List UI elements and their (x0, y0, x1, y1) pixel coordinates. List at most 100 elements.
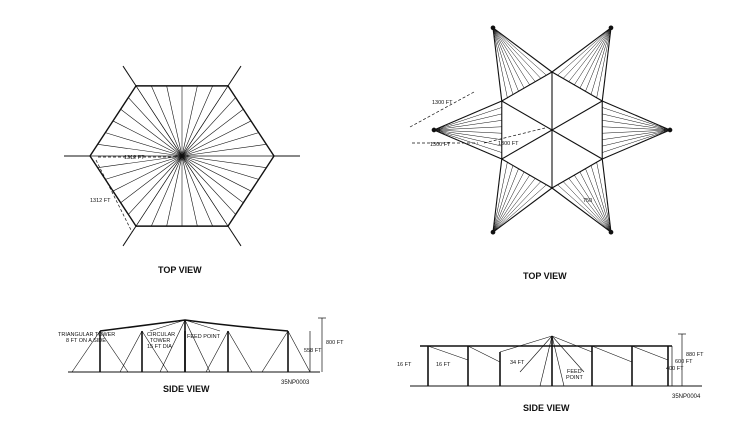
fan-wire (579, 27, 612, 89)
right-inner-hexagon (501, 71, 603, 189)
radial-wire (112, 155, 183, 192)
right-height-dim-2: 600 FT (675, 359, 693, 365)
fan-wire (433, 113, 502, 131)
radial-wire (135, 85, 183, 157)
star-edge (551, 27, 612, 73)
radial-wire (181, 155, 267, 168)
left-top-view: 1312 FT 1312 FT TOP VIEW (64, 65, 300, 275)
star-edge (601, 158, 612, 233)
left-side-towers (99, 320, 289, 372)
fan-wire (492, 181, 542, 233)
right-mid-dim: 34 FT (510, 360, 525, 366)
left-figure-code: 35NP0003 (281, 380, 310, 386)
curtain-wire (519, 335, 553, 373)
fan-wire (579, 171, 612, 233)
radial-wire (181, 85, 213, 157)
right-side-towers (420, 336, 672, 386)
curtain-wire (591, 345, 633, 363)
fan-wire (433, 120, 502, 131)
left-tower-arms (64, 65, 300, 247)
fan-wire (585, 27, 612, 92)
right-star-outline (431, 25, 673, 235)
radial-wire (166, 85, 183, 157)
right-side-wires (427, 335, 669, 387)
inner-hex-edge (551, 71, 603, 102)
left-circular-tower-label-2: TOWER (150, 338, 170, 344)
guy-wire (184, 319, 211, 373)
curtain-wire (551, 335, 593, 353)
guy-wire (261, 330, 289, 373)
radial-wire (181, 85, 229, 157)
right-dimension-1: 1300 FT (432, 100, 453, 106)
fan-wire (602, 107, 671, 131)
radial-wire (105, 132, 183, 157)
tower-arm (122, 65, 137, 87)
radial-wire (105, 155, 183, 180)
star-edge (492, 27, 503, 102)
tower-arm (227, 225, 242, 247)
fan-wire (568, 27, 612, 82)
radial-wire (128, 155, 183, 215)
right-dim-line-3 (483, 127, 546, 144)
inner-spoke (551, 100, 603, 131)
fan-wire (602, 120, 671, 131)
curtain-wire (551, 335, 565, 387)
right-side-view-title: SIDE VIEW (523, 403, 570, 413)
left-height-dim-1: 800 FT (326, 340, 344, 346)
inner-spoke (501, 129, 553, 160)
fan-wire (602, 126, 671, 131)
inner-spoke (501, 100, 553, 131)
right-side-view: 880 FT 600 FT 400 FT 16 FT 16 FT 34 FT F… (397, 333, 704, 413)
fan-wire (492, 27, 542, 79)
right-height-dim-1: 880 FT (686, 352, 704, 358)
right-figure-code: 35NP0004 (672, 394, 701, 400)
left-top-wire (99, 319, 289, 332)
fan-wire (492, 168, 519, 233)
left-side-view-title: SIDE VIEW (163, 384, 210, 394)
star-edge (492, 187, 553, 233)
left-side-wires (71, 319, 311, 373)
inner-spoke (551, 129, 603, 160)
right-left-dim-1: 16 FT (397, 362, 412, 368)
fan-wire (602, 113, 671, 131)
fan-wire (602, 129, 671, 153)
star-edge (602, 129, 671, 160)
star-edge (602, 100, 671, 131)
radial-wire (181, 155, 259, 180)
fan-wire (557, 184, 612, 233)
fan-wire (492, 27, 519, 92)
left-side-view: 800 FT 558 FT TRIANGULAR TOWER 8 FT ON A… (58, 317, 344, 394)
radial-wire (181, 155, 244, 203)
right-top-view: 1300 FT 1300 FT 1300 FT 750 TOP VIEW (409, 25, 673, 281)
radial-wire (120, 109, 183, 157)
radial-wire (112, 120, 183, 157)
guy-wire (287, 330, 311, 373)
fan-wire (433, 129, 502, 153)
fan-wire (492, 162, 508, 233)
fan-wire (574, 174, 612, 233)
fan-wire (492, 27, 525, 89)
guy-wire (184, 319, 221, 332)
fan-wire (492, 27, 508, 98)
inner-hex-edge (551, 158, 603, 189)
fan-wire (602, 129, 671, 147)
fan-wire (562, 181, 612, 233)
inner-hex-edge (501, 158, 553, 189)
left-side-dimension: 1312 FT (90, 198, 111, 204)
left-radial-wires (90, 85, 274, 227)
radial-wire (181, 120, 252, 157)
right-left-dim-2: 16 FT (436, 362, 451, 368)
radial-wire (181, 155, 252, 192)
radial-wire (97, 155, 183, 168)
curtain-wire (499, 335, 553, 353)
radial-wire (181, 144, 267, 157)
fan-wire (492, 27, 547, 76)
radial-wire (151, 85, 183, 157)
fan-wire (602, 129, 671, 134)
right-feed-point-label-2: POINT (566, 375, 583, 381)
fan-wire (433, 129, 502, 147)
right-dimension-3: 1300 FT (498, 141, 519, 147)
guy-wire (159, 319, 186, 373)
right-height-dim-3: 400 FT (666, 366, 684, 372)
star-edge (433, 100, 502, 131)
